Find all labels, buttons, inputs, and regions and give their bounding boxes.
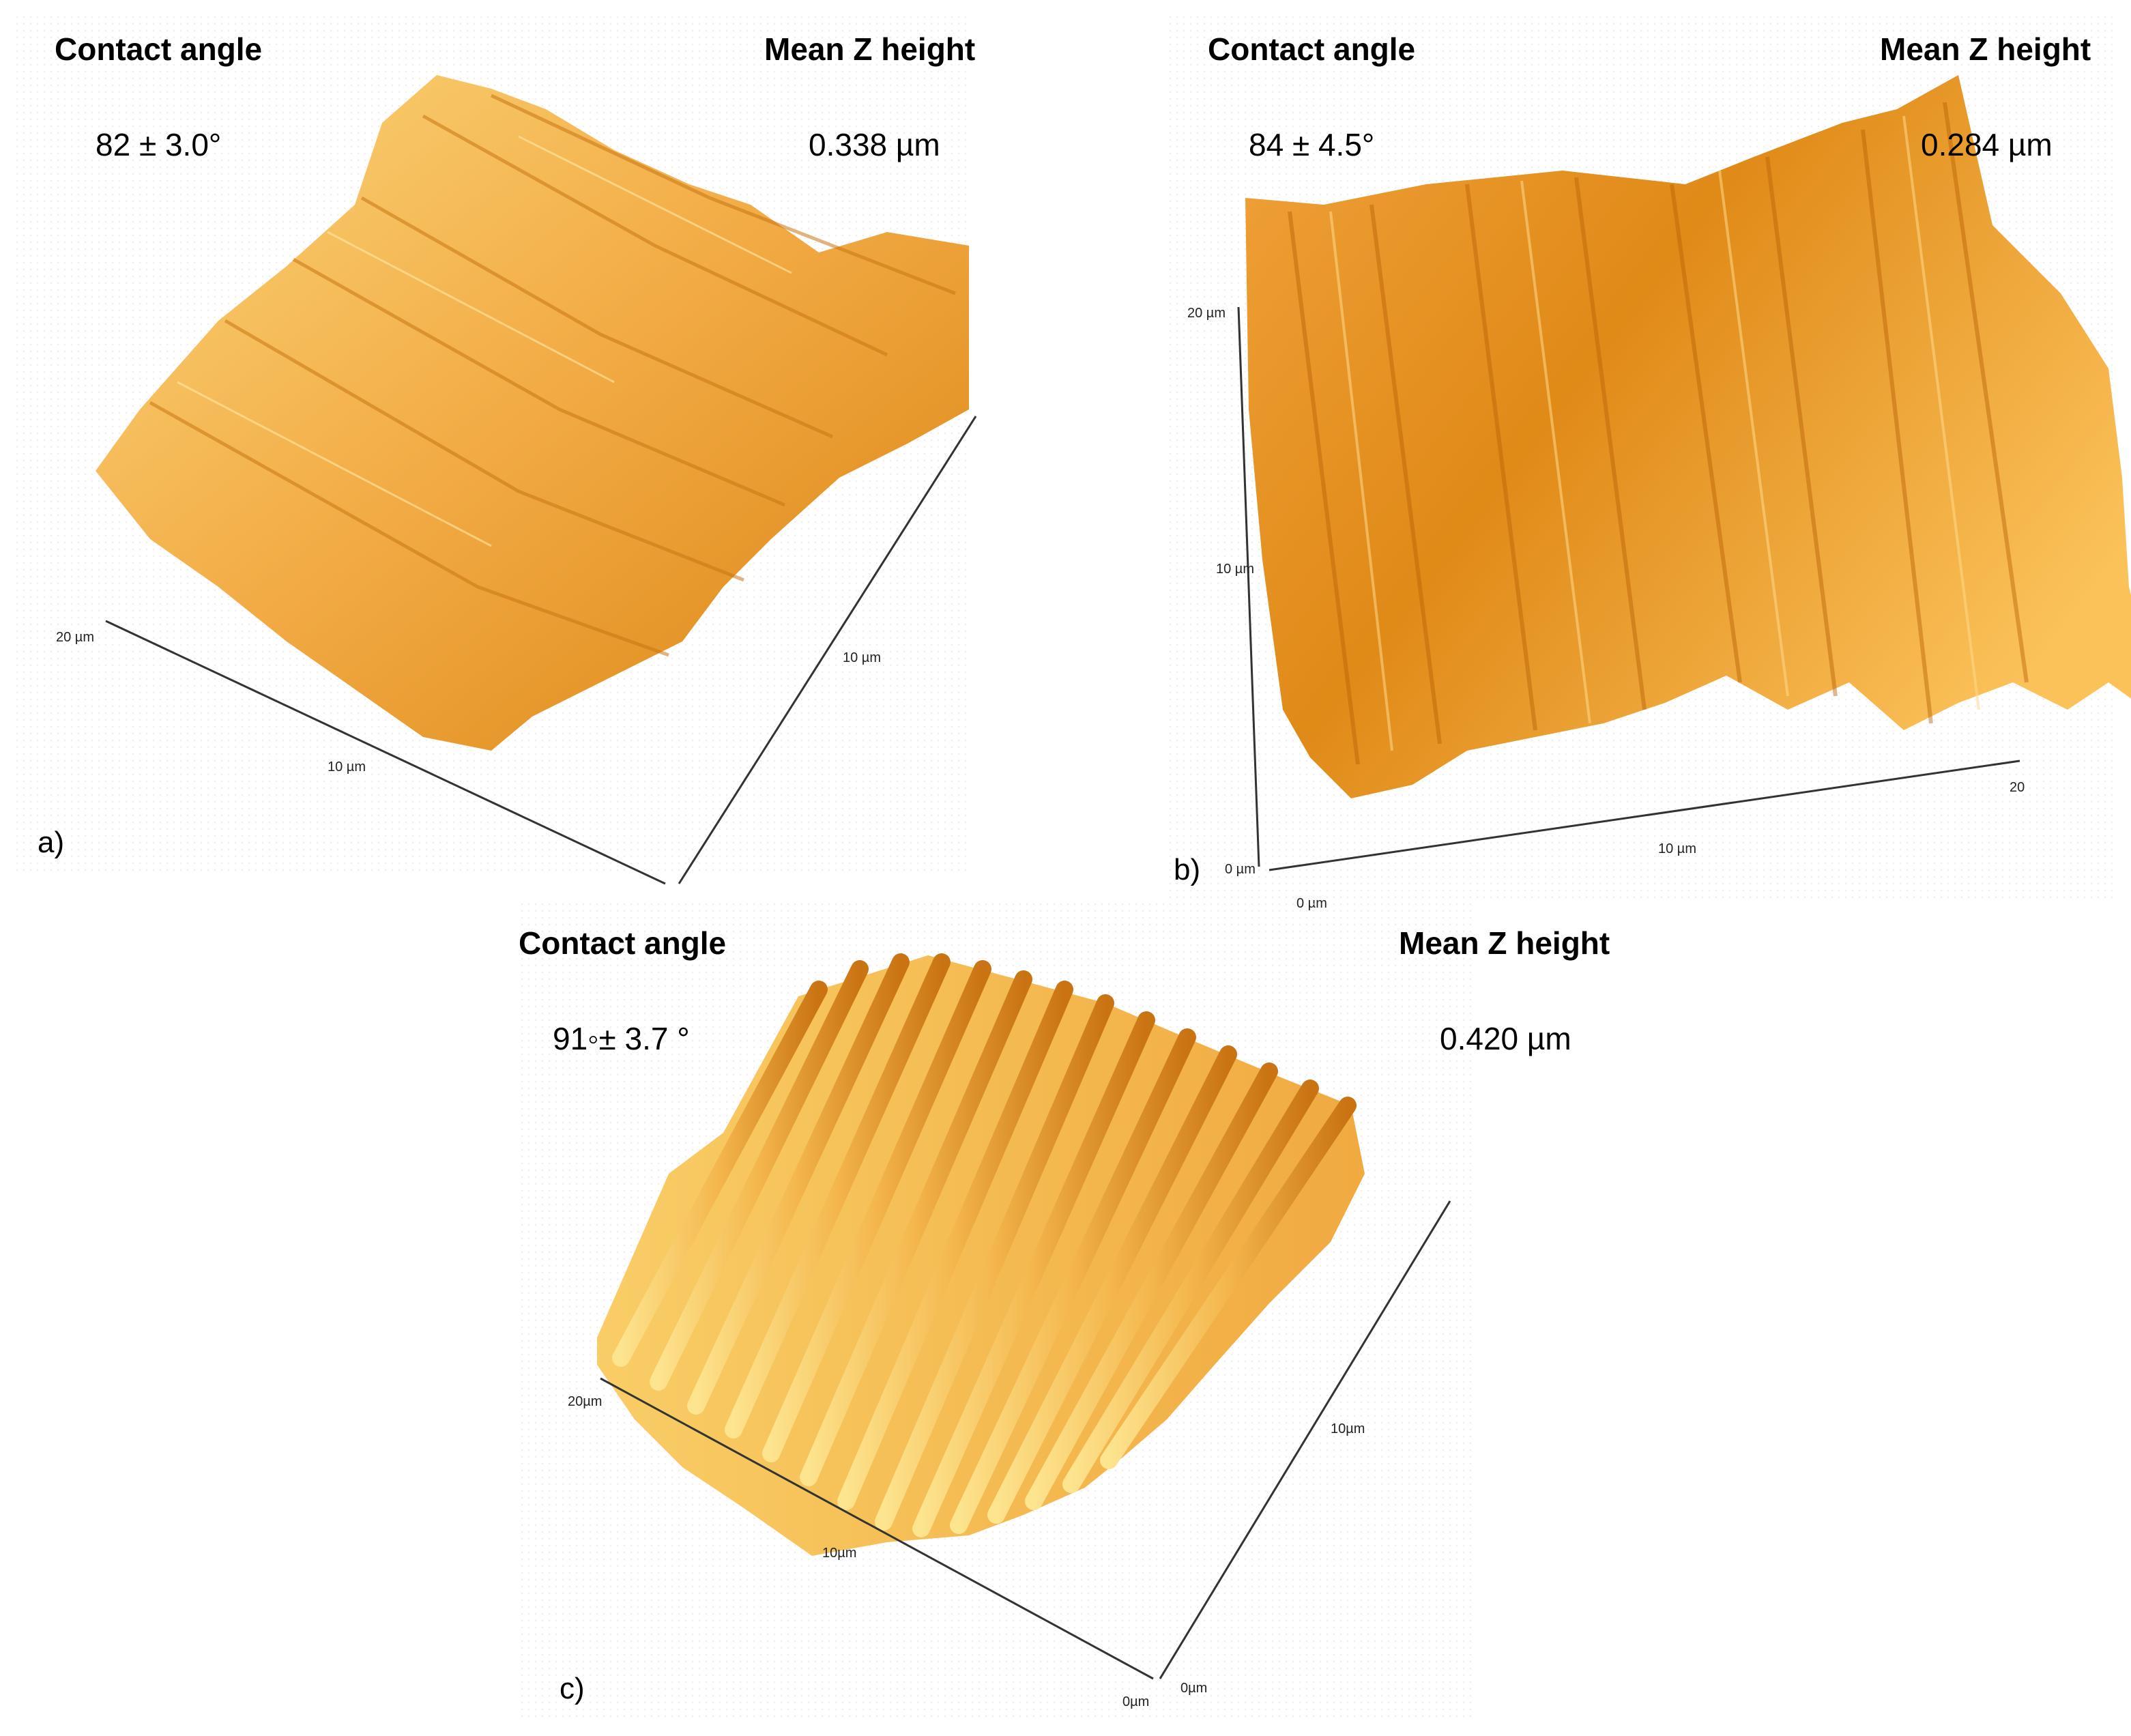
- ridge-lines: [612, 953, 1357, 1537]
- axis-b-tick-1: 20 µm: [1187, 306, 1226, 321]
- mean-z-height-value: 0.420 µm: [1440, 1021, 1571, 1056]
- axis-c-tick-2: 10µm: [822, 1546, 856, 1561]
- axis-c-tick-5: 0µm: [1122, 1694, 1149, 1709]
- axis-c-x: [600, 1377, 1154, 1680]
- mean-z-height-value: 0.338 µm: [809, 127, 940, 162]
- axis-c-tick-3: 10µm: [1331, 1421, 1365, 1436]
- axis-a-tick-2: 10 µm: [328, 760, 366, 775]
- panel-letter: c): [560, 1672, 585, 1705]
- axis-a-tick-1: 20 µm: [56, 630, 94, 645]
- axis-b-tick-2: 10 µm: [1216, 562, 1254, 577]
- contact-angle-value: 84 ± 4.5°: [1249, 127, 1375, 162]
- axis-c-y: [1159, 1200, 1451, 1679]
- mean-z-height-heading: Mean Z height: [764, 31, 976, 67]
- panel-letter: a): [38, 826, 65, 859]
- axis-b-z: [1237, 306, 1260, 867]
- axis-b-x: [1269, 760, 2020, 871]
- axis-b-tick-5: 10 µm: [1658, 841, 1696, 856]
- panel-c: 20µm 10µm 10µm 0µm 0µm Contact angle 91◦…: [505, 887, 1610, 1736]
- contact-angle-value: 82 ± 3.0°: [96, 127, 222, 162]
- panel-b-surface: 20 µm 10 µm 0 µm 0 µm 10 µm 20: [1187, 75, 2131, 911]
- panel-letter: b): [1174, 853, 1201, 886]
- panel-b: 20 µm 10 µm 0 µm 0 µm 10 µm 20 Contact a…: [1153, 0, 2131, 914]
- surface-b: [1245, 75, 2131, 798]
- axis-a-tick-3: 10 µm: [843, 650, 881, 665]
- panel-c-surface: 20µm 10µm 10µm 0µm 0µm: [568, 953, 1451, 1709]
- contact-angle-heading: Contact angle: [55, 31, 263, 67]
- surface-a: [96, 75, 969, 751]
- contact-angle-heading: Contact angle: [519, 925, 727, 961]
- contact-angle-heading: Contact angle: [1208, 31, 1416, 67]
- axis-a-x: [105, 620, 666, 885]
- contact-angle-value: 91◦± 3.7 °: [553, 1021, 690, 1056]
- mean-z-height-heading: Mean Z height: [1880, 31, 2091, 67]
- axis-a-y: [678, 416, 977, 884]
- panel-a-surface: 20 µm 10 µm 10 µm: [56, 75, 977, 885]
- mean-z-height-value: 0.284 µm: [1921, 127, 2053, 162]
- mean-z-height-heading: Mean Z height: [1399, 925, 1610, 961]
- axis-c-tick-1: 20µm: [568, 1394, 602, 1409]
- axis-b-tick-3: 0 µm: [1225, 862, 1256, 877]
- axis-c-tick-4: 0µm: [1180, 1681, 1207, 1696]
- panel-a: 20 µm 10 µm 10 µm Contact angle 82 ± 3.0…: [0, 0, 983, 887]
- axis-b-tick-6: 20: [2010, 780, 2025, 795]
